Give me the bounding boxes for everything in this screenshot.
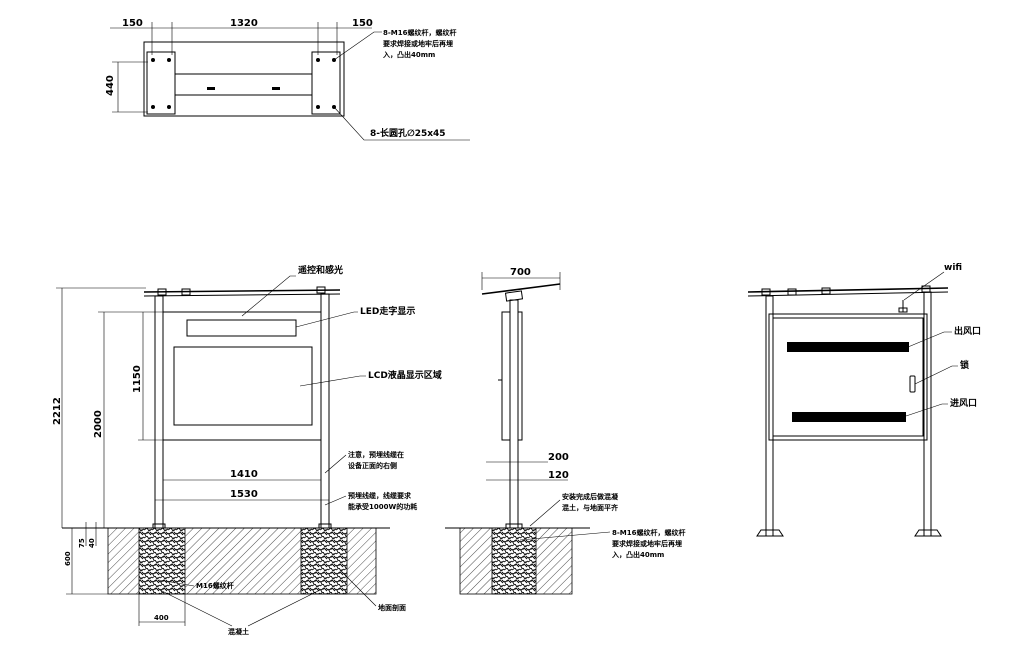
dim-75: 75 (78, 538, 86, 548)
dim-depth: 600 (64, 551, 72, 566)
note-bolt-line2: 要求焊接或地牢后再埋 (383, 39, 453, 48)
dim-outer-width: 1530 (230, 489, 258, 500)
side-view: 700 200 120 安装完成后做混凝 混土，与地面平齐 8-M16螺纹杆，螺… (445, 267, 685, 595)
note-cable-line1: 注意，预埋线缆在 (348, 450, 404, 459)
label-lcd: LCD液晶显示区域 (368, 369, 442, 381)
dim-total-height: 2212 (52, 397, 63, 425)
label-concrete: 混凝土 (228, 627, 249, 636)
note-power-line1: 预埋线缆，线缆要求 (348, 491, 412, 500)
dim-screen-height: 1150 (132, 365, 143, 393)
note-hole: 8-长圆孔∅25x45 (370, 127, 446, 139)
label-remote: 遥控和感光 (298, 264, 343, 276)
label-led: LED走字显示 (360, 305, 415, 317)
note-cable-line2: 设备正面的右侧 (348, 461, 397, 470)
label-lock: 锁 (960, 359, 969, 371)
back-view: wifi 出风口 锁 进风口 (747, 263, 981, 537)
dim-foundation-width: 400 (154, 614, 169, 622)
dim-right: 150 (352, 18, 373, 29)
dim-inner-width: 1410 (230, 469, 258, 480)
dim-40: 40 (88, 538, 96, 548)
dim-mid: 1320 (230, 18, 258, 29)
label-m16: M16螺纹杆 (196, 581, 234, 590)
label-outlet: 出风口 (954, 325, 981, 337)
note-bolt-line3-side: 入，凸出40mm (611, 550, 664, 559)
dim-left: 150 (122, 18, 143, 29)
note-power-line2: 能承受1000W的功耗 (348, 502, 417, 511)
note-bolt-line3: 入，凸出40mm (382, 50, 435, 59)
note-bolt-line2-side: 要求焊接或地牢后再埋 (612, 539, 682, 548)
front-view: 2212 2000 1150 1410 1530 600 75 40 (52, 264, 442, 636)
label-ground: 地面剖面 (378, 603, 406, 612)
top-view: 150 1320 150 440 8-M16螺纹杆，螺纹杆 要求焊接或地牢后再埋… (105, 18, 470, 141)
dim-height: 440 (105, 75, 116, 96)
note-backfill-line2: 混土，与地面平齐 (562, 503, 619, 512)
dim-frame-height: 2000 (93, 410, 104, 438)
note-backfill-line1: 安装完成后做混凝 (562, 492, 619, 501)
note-bolt-line1: 8-M16螺纹杆，螺纹杆 (383, 28, 456, 37)
label-wifi: wifi (944, 263, 962, 273)
dim-120: 120 (548, 470, 569, 481)
label-inlet: 进风口 (950, 397, 977, 409)
note-bolt-line1-side: 8-M16螺纹杆，螺纹杆 (612, 528, 685, 537)
dim-top: 700 (510, 267, 531, 278)
dim-200: 200 (548, 452, 569, 463)
